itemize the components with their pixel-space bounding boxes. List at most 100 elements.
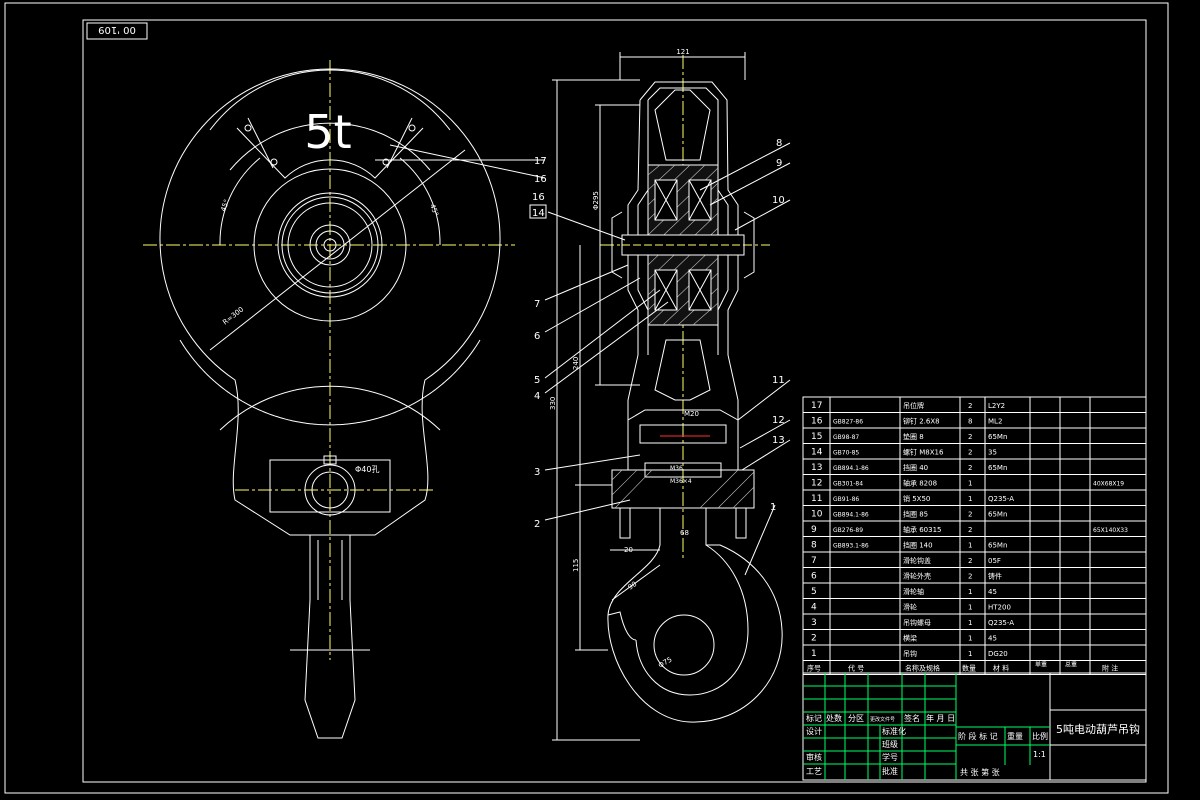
drawing-no-box [86,22,148,40]
dim-angle-left: 45° [219,198,231,212]
tb-label-zone: 分区 [848,714,864,723]
bom-row-14-mat: 35 [988,449,997,457]
bom-row-6-qty: 2 [968,573,972,581]
tb-scale-value: 1:1 [1033,750,1046,759]
dim-height-c: 115 [572,559,580,572]
bom-row-10-no: 10 [811,510,823,520]
callout-14: 14 [532,208,545,219]
tb-label-change: 更改文件号 [870,716,895,723]
bom-row-12-note: 40X68X19 [1093,481,1124,488]
callout-3: 3 [534,467,540,478]
dim-radius: R=300 [221,305,245,326]
bom-header-w1: 单重 [1035,661,1047,669]
bom-row-14-name: 螺钉 M8X16 [903,448,944,457]
bom-row-3-no: 3 [811,618,817,628]
dim-hook-opening: 90 [627,580,639,592]
bom-row-15-code: GB98-87 [833,434,859,441]
title-block [802,672,1147,781]
bom-row-15-name: 垫圈 8 [903,432,924,441]
tb-label-class: 班级 [882,739,898,749]
bom-row-9-no: 9 [811,525,817,535]
callout-11: 11 [772,375,785,386]
bom-row-12-code: GB301-84 [833,481,863,488]
big-label-5t: 5t [304,105,351,159]
bom-row-1-name: 吊钩 [903,649,917,658]
dim-angle-right: 45° [428,203,440,217]
tb-label-id: 学号 [882,752,898,762]
bom-row-15-no: 15 [811,432,822,442]
tb-label-stage: 阶 段 标 记 [958,731,998,741]
callout-2: 2 [534,519,540,530]
callout-13: 13 [772,435,785,446]
callout-8: 8 [776,138,782,149]
callout-5: 5 [534,375,540,386]
dim-shaft: Φ295 [592,191,600,210]
tb-label-process: 工艺 [806,767,822,776]
tb-label-standard: 标准化 [882,726,906,736]
bom-row-4-name: 滑轮 [903,603,917,612]
bom-row-2-mat: 45 [988,635,997,643]
dim-thread: M36×4 [670,478,692,485]
bom-row-6-mat: 铸件 [988,572,1002,581]
bom-row-7-qty: 2 [968,557,972,565]
bom-row-11-mat: Q235-A [988,495,1014,503]
bom-row-16-qty: 8 [968,418,972,426]
bom-row-9-name: 轴承 60315 [903,525,942,534]
bom-row-7-mat: 05F [988,557,1001,565]
bom-row-5-qty: 1 [968,588,972,596]
bom-header-name: 名称及规格 [905,664,940,673]
bom-row-13-no: 13 [811,463,822,473]
bom-row-11-name: 销 5X50 [903,494,930,503]
dim-height-b: 330 [549,397,557,410]
bom-row-2-no: 2 [811,634,817,644]
bom-row-10-qty: 2 [968,511,972,519]
bom-row-17-name: 吊位牌 [903,401,924,410]
bom-row-13-qty: 2 [968,464,972,472]
callout-16a: 16 [534,174,547,185]
bom-row-12-qty: 1 [968,480,972,488]
bom-row-13-mat: 65Mn [988,464,1007,472]
tb-label-date: 年 月 日 [926,713,955,723]
bom-row-16-mat: ML2 [988,418,1002,426]
bom-row-16-name: 铆钉 2.6X8 [903,417,940,426]
front-view [143,60,546,739]
tb-label-scale: 比例 [1032,731,1048,741]
bom-row-10-mat: 65Mn [988,511,1007,519]
bom-row-11-no: 11 [811,494,822,504]
bom-row-3-name: 吊钩螺母 [903,618,931,627]
tb-title: 5吨电动葫芦吊钩 [1056,722,1140,736]
callout-box-14 [529,204,547,219]
bom-row-8-name: 挡圈 140 [903,541,933,550]
bom-row-1-qty: 1 [968,650,972,658]
bom-row-5-no: 5 [811,587,817,597]
tb-label-review: 审核 [806,752,822,762]
bom-row-11-qty: 1 [968,495,972,503]
bom-row-8-qty: 1 [968,542,972,550]
bom-header-code: 代 号 [848,664,864,673]
bom-header-qty: 数量 [962,664,976,673]
bom-row-3-mat: Q235-A [988,619,1014,627]
bom-row-13-name: 挡圈 40 [903,463,928,472]
dim-top-small: M20 [684,410,699,418]
bom-row-4-mat: HT200 [988,604,1011,612]
bom-row-9-code: GB276-89 [833,527,863,534]
bom-row-14-code: GB70-85 [833,450,859,457]
callout-9: 9 [776,158,782,169]
bom-row-2-qty: 1 [968,635,972,643]
bom-row-8-code: GB893.1-86 [833,543,869,550]
drawing-no: 00 '109 [98,24,136,35]
section-view [544,52,791,741]
bom-row-1-no: 1 [811,649,817,659]
dim-hole: Φ40孔 [355,465,379,474]
bom-row-2-name: 横梁 [903,634,917,643]
bom-row-15-qty: 2 [968,433,972,441]
dim-width-mid: 68 [680,529,689,537]
bom-row-7-no: 7 [811,556,817,566]
bom-row-10-code: GB894.1-86 [833,512,869,519]
bom-row-1-mat: DG20 [988,650,1008,658]
callout-1: 1 [770,502,776,513]
tb-label-mark: 标记 [806,713,822,723]
tb-sheet: 共 张 第 张 [960,767,1000,777]
tb-label-design: 设计 [806,726,822,736]
